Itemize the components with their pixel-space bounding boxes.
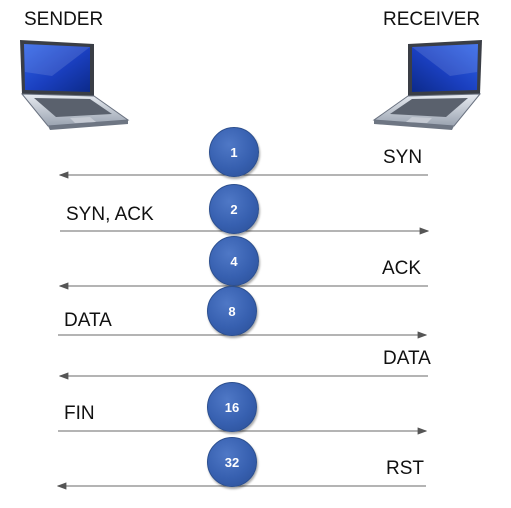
label-ack: ACK: [382, 258, 422, 279]
sender-label: SENDER: [24, 9, 104, 30]
step-circle-16: 16: [207, 382, 257, 432]
label-syn-ack: SYN, ACK: [66, 204, 154, 225]
label-data-send: DATA: [64, 310, 112, 331]
laptop-icon: [20, 40, 130, 130]
step-circle-4: 4: [209, 236, 259, 286]
laptop-icon: [372, 40, 482, 130]
receiver-label: RECEIVER: [383, 9, 481, 30]
label-syn: SYN: [383, 147, 423, 168]
label-data-recv: DATA: [383, 348, 431, 369]
step-circle-32: 32: [207, 437, 257, 487]
label-rst: RST: [386, 458, 424, 479]
label-fin: FIN: [64, 403, 95, 424]
step-circle-2: 2: [209, 184, 259, 234]
step-circle-1: 1: [209, 127, 259, 177]
step-circle-8: 8: [207, 286, 257, 336]
